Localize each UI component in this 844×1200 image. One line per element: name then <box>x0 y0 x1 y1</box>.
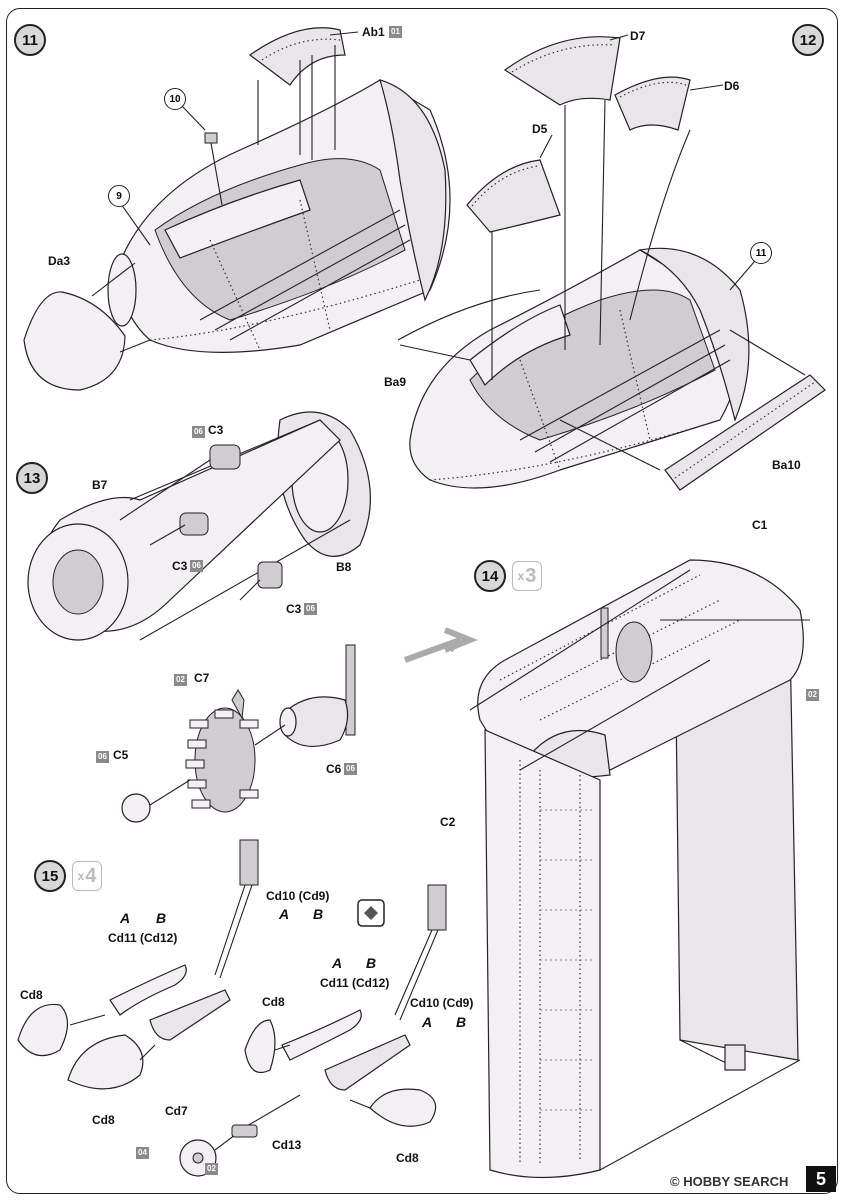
part-c1-badge: 02 <box>806 689 819 701</box>
part-c3a-label: C3 <box>208 423 224 437</box>
part-c3b-badge: 06 <box>190 560 203 572</box>
part-cd7-label: Cd7 <box>165 1104 188 1118</box>
part-c2-label: C2 <box>440 815 456 829</box>
multiplier-x: x <box>517 569 525 583</box>
part-d7-label: D7 <box>630 29 646 43</box>
part-cd10b-label: Cd10 (Cd9) <box>410 996 474 1010</box>
part-ab1-badge: 01 <box>389 26 402 38</box>
step-11-number: 11 <box>22 31 38 49</box>
step-14-marker: 14 <box>474 560 506 592</box>
part-c5-label: C5 <box>113 748 129 762</box>
step-15-count: 4 <box>85 864 97 887</box>
part-c7-badge: 02 <box>174 674 187 686</box>
step-12-number: 12 <box>799 31 817 49</box>
step-15-number: 15 <box>41 867 59 885</box>
page-number: 5 <box>806 1166 836 1192</box>
part-b7-label: B7 <box>92 478 108 492</box>
variant-a-label: A <box>279 906 290 922</box>
part-ba9-label: Ba9 <box>384 375 407 389</box>
part-d5-label: D5 <box>532 122 548 136</box>
step-12-marker: 12 <box>792 24 824 56</box>
part-da3-label: Da3 <box>48 254 71 268</box>
part-d6-label: D6 <box>724 79 740 93</box>
step-13-number: 13 <box>23 469 41 487</box>
step-15-marker: 15 <box>34 860 66 892</box>
watermark: © HOBBY SEARCH <box>670 1174 789 1189</box>
part-c1-label: C1 <box>752 518 768 532</box>
variant-b-label: B <box>313 906 324 922</box>
step14-wing <box>469 559 810 1179</box>
part-9-number: 9 <box>116 190 122 202</box>
part-11-number: 11 <box>755 247 767 259</box>
part-ab1-label: Ab1 <box>362 25 385 39</box>
step12-fuselage <box>397 34 826 491</box>
part-c6-badge: 06 <box>344 763 357 775</box>
step-14-count: 3 <box>525 564 537 587</box>
step-14-number: 14 <box>481 567 499 585</box>
part-cd11b-label: Cd11 (Cd12) <box>320 976 390 990</box>
part-cd7-badge-04: 04 <box>136 1147 149 1159</box>
variant-b-label: B <box>366 955 377 971</box>
part-b8-label: B8 <box>336 560 352 574</box>
part-cd7-badge-02: 02 <box>205 1163 218 1175</box>
part-c6-label: C6 <box>326 762 342 776</box>
part-c3a-badge: 06 <box>192 426 205 438</box>
part-cd8b-label: Cd8 <box>92 1113 115 1127</box>
step-11-marker: 11 <box>14 24 46 56</box>
part-10-number: 10 <box>169 93 181 105</box>
part-10-callout: 10 <box>164 88 186 110</box>
part-cd8c-label: Cd8 <box>262 995 285 1009</box>
part-9-callout: 9 <box>108 185 130 207</box>
variant-b-label: B <box>456 1014 467 1030</box>
part-c3c-label: C3 <box>286 602 302 616</box>
variant-a-label: A <box>332 955 343 971</box>
step13-cowling <box>27 411 479 663</box>
part-c7-label: C7 <box>194 671 210 685</box>
part-c5-badge: 06 <box>96 751 109 763</box>
part-cd8a-label: Cd8 <box>20 988 43 1002</box>
step15-gear <box>17 839 447 1177</box>
part-cd8d-label: Cd8 <box>396 1151 419 1165</box>
variant-a-label: A <box>422 1014 433 1030</box>
instruction-sheet-border <box>6 8 838 1194</box>
part-cd11a-label: Cd11 (Cd12) <box>108 931 178 945</box>
part-11-callout: 11 <box>750 242 772 264</box>
step11-fuselage <box>23 27 451 391</box>
multiplier-x: x <box>77 869 85 883</box>
part-c3b-label: C3 <box>172 559 188 573</box>
variant-a-label: A <box>120 910 131 926</box>
part-cd13-label: Cd13 <box>272 1138 302 1152</box>
engine-assembly <box>121 644 356 823</box>
variant-b-label: B <box>156 910 167 926</box>
part-ba10-label: Ba10 <box>772 458 801 472</box>
step-13-marker: 13 <box>16 462 48 494</box>
part-cd10a-label: Cd10 (Cd9) <box>266 889 330 903</box>
part-c3c-badge: 06 <box>304 603 317 615</box>
